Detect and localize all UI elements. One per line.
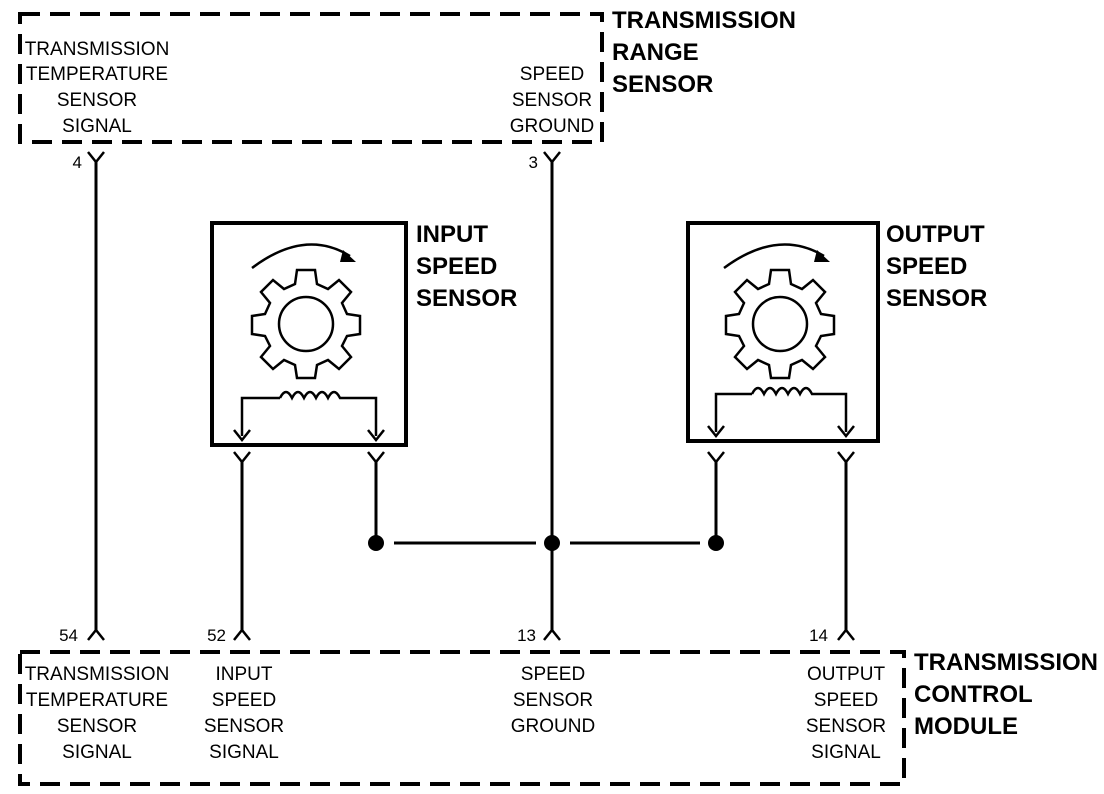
range-ground-label-1: SPEED [520,64,584,85]
range-temp-label-4: SIGNAL [62,116,132,137]
tcm-temp-label-1: TRANSMISSION [25,664,170,685]
wires [87,151,855,641]
tcm-temp-label-4: SIGNAL [62,742,132,763]
connector-pin-13 [543,627,561,641]
output-speed-sensor: OUTPUT SPEED SENSOR [686,221,987,443]
control-module-box [18,650,906,786]
input-sensor-title-2: SPEED [416,253,497,280]
splice-dot-input [368,535,384,551]
range-temp-label-1: TRANSMISSION [25,39,170,60]
splice-dot-output [708,535,724,551]
output-rotation-arrow-icon [723,243,825,270]
output-coil-icon [714,386,848,432]
range-sensor-title-2: RANGE [612,39,699,66]
output-sensor-title-2: SPEED [886,253,967,280]
pin-54-label: 54 [59,626,78,645]
tcm-title-2: CONTROL [914,681,1033,708]
output-sensor-box [686,221,880,443]
range-temp-label-2: TEMPERATURE [26,64,168,85]
input-sensor-box [210,221,408,447]
input-sensor-title-1: INPUT [416,221,488,248]
transmission-control-module: 54 52 13 14 TRANSMISSION TEMPERATURE SEN… [18,626,1098,786]
input-speed-sensor: INPUT SPEED SENSOR [210,221,517,447]
transmission-range-sensor: TRANSMISSION RANGE SENSOR TRANSMISSION T… [18,7,796,172]
tcm-output-label-2: SPEED [814,690,878,711]
output-arrowhead-icon [814,250,830,262]
tcm-output-label-3: SENSOR [806,716,886,737]
pin-13-label: 13 [517,626,536,645]
input-terminal-arrows [233,429,385,443]
input-arrowhead-icon [340,250,356,262]
output-gear-icon [724,268,836,380]
splice-dot-center [544,535,560,551]
tcm-ground-label-3: GROUND [511,716,595,737]
range-ground-label-3: GROUND [510,116,594,137]
tcm-output-label-4: SIGNAL [811,742,881,763]
tcm-output-label-1: OUTPUT [807,664,886,685]
input-rotation-arrow-icon [251,243,351,269]
tcm-input-label-3: SENSOR [204,716,284,737]
connector-pin-54 [87,627,105,641]
tcm-input-label-1: INPUT [216,664,273,685]
pin-52-label: 52 [207,626,226,645]
tcm-input-label-4: SIGNAL [209,742,279,763]
pin-3-label: 3 [529,153,538,172]
output-terminal-arrows [707,425,855,439]
tcm-title-1: TRANSMISSION [914,649,1098,676]
range-ground-label-2: SENSOR [512,90,592,111]
tcm-title-3: MODULE [914,713,1018,740]
output-sensor-title-1: OUTPUT [886,221,985,248]
tcm-input-label-2: SPEED [212,690,276,711]
pin-4-label: 4 [73,153,82,172]
tcm-ground-label-1: SPEED [521,664,585,685]
tcm-temp-label-3: SENSOR [57,716,137,737]
input-coil-icon [240,390,378,436]
connector-pin-52 [233,627,251,641]
range-sensor-title-3: SENSOR [612,71,713,98]
range-temp-label-3: SENSOR [57,90,137,111]
tcm-temp-label-2: TEMPERATURE [26,690,168,711]
input-sensor-title-3: SENSOR [416,285,517,312]
tcm-ground-label-2: SENSOR [513,690,593,711]
range-sensor-title-1: TRANSMISSION [612,7,796,34]
pin-14-label: 14 [809,626,828,645]
input-gear-icon [250,268,362,380]
connector-pin-3 [543,151,561,165]
connector-pin-4 [87,151,105,165]
connector-pin-14 [837,627,855,641]
output-sensor-title-3: SENSOR [886,285,987,312]
range-sensor-box [18,12,604,144]
